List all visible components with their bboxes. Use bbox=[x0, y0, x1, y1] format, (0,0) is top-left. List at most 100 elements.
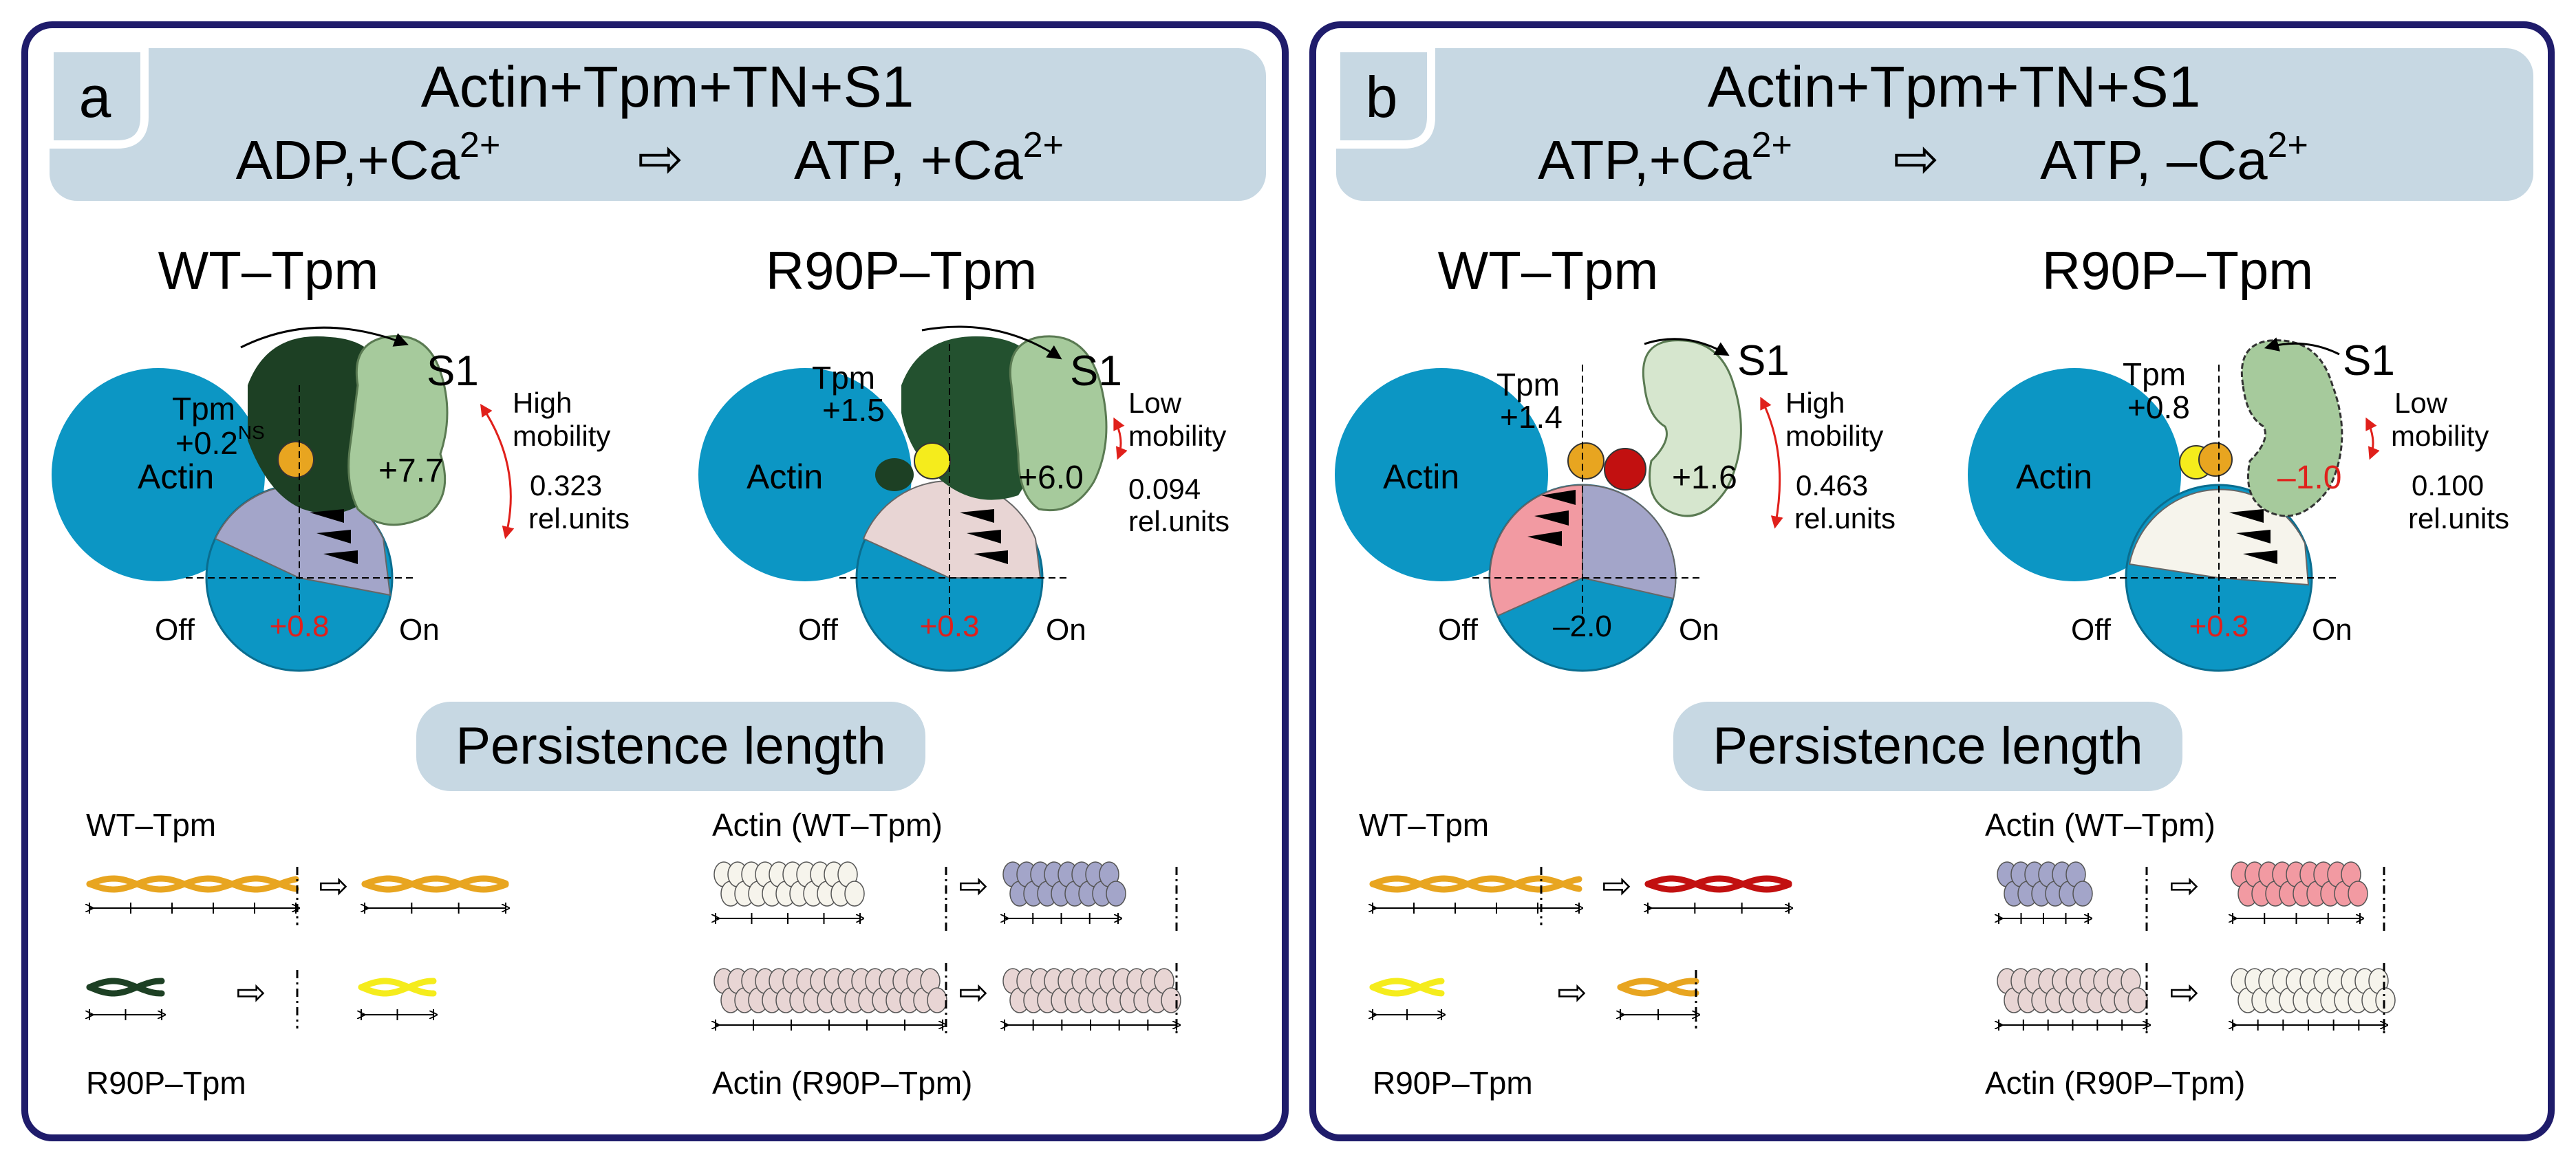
change-arrow-icon: ⇨ bbox=[958, 866, 989, 906]
tpm-filament bbox=[1369, 875, 1582, 893]
panel-title: Actin+Tpm+TN+S1 bbox=[1708, 54, 2201, 119]
r90p-tpm-heading: R90P–Tpm bbox=[766, 240, 1038, 301]
panel-letter-tab bbox=[1332, 44, 1435, 149]
mobility-arrow bbox=[1760, 396, 1783, 529]
panel-letter-tab bbox=[45, 44, 149, 149]
tpm-strand bbox=[277, 441, 314, 478]
actin-monomer bbox=[1161, 987, 1181, 1013]
wt-diagram: Actin S1 Tpm +0.2NS +7.7 High mobility 0… bbox=[52, 326, 630, 672]
mobility-unit: rel.units bbox=[1794, 502, 1896, 535]
actin-circle bbox=[52, 368, 265, 581]
triangle-markers bbox=[2229, 509, 2277, 564]
on-label: On bbox=[399, 613, 440, 647]
actin-circle bbox=[1968, 368, 2181, 581]
actin-circle bbox=[1335, 368, 1548, 581]
sector-value: +0.3 bbox=[920, 610, 980, 643]
r90p-diagram: Actin S1 Tpm +1.5 +6.0 Low mobility 0.09… bbox=[698, 325, 1230, 672]
sector-value: +0.8 bbox=[270, 610, 330, 643]
actin-monomer bbox=[927, 987, 947, 1013]
change-arrow-icon: ⇨ bbox=[2169, 973, 2200, 1013]
s1-label: S1 bbox=[1070, 347, 1122, 395]
rotation-arrow bbox=[2264, 337, 2340, 356]
s1-value: +6.0 bbox=[1018, 460, 1084, 496]
persistence-title: Persistence length bbox=[455, 717, 886, 775]
mobility-value: 0.094 bbox=[1128, 473, 1201, 505]
actin-wt-filament-label: Actin (WT–Tpm) bbox=[712, 807, 943, 843]
tpm-filament bbox=[361, 875, 509, 893]
tpm-filament bbox=[1369, 978, 1445, 997]
actin-r90p-filament-label: Actin (R90P–Tpm) bbox=[712, 1065, 972, 1101]
panel-b: b Actin+Tpm+TN+S1 ATP,+Ca2+ ⇨ ATP, –Ca2+… bbox=[1309, 21, 2555, 1141]
sector-value: +0.3 bbox=[2189, 610, 2249, 643]
mobility-label-1: High bbox=[1785, 387, 1845, 419]
tpm-strand bbox=[914, 442, 951, 479]
s1-value: +7.7 bbox=[378, 453, 444, 489]
change-arrow-icon: ⇨ bbox=[958, 973, 989, 1013]
actin-r90p-filament-label: Actin (R90P–Tpm) bbox=[1985, 1065, 2245, 1101]
actin-label: Actin bbox=[2016, 457, 2092, 496]
r90p-tpm-heading: R90P–Tpm bbox=[2042, 240, 2314, 301]
filaments: ⇨ ⇨ ⇨ ⇨ bbox=[86, 861, 1181, 1035]
mobility-value: 0.463 bbox=[1796, 469, 1868, 502]
tpm-filament bbox=[1617, 978, 1699, 997]
mobility-label-1: Low bbox=[1128, 387, 1182, 419]
persistence-pill bbox=[416, 702, 925, 791]
tpm-value: +1.5 bbox=[822, 392, 885, 428]
mobility-label-2: mobility bbox=[1128, 420, 1226, 452]
triangle-markers bbox=[1527, 490, 1576, 546]
actin-monomer bbox=[1106, 881, 1126, 907]
r90p-tpm-filament-label: R90P–Tpm bbox=[86, 1065, 246, 1101]
tpm-filament bbox=[86, 875, 299, 893]
panel-frame bbox=[21, 21, 1289, 1141]
s1-label: S1 bbox=[2343, 337, 2395, 385]
mobility-label-2: mobility bbox=[2391, 420, 2489, 452]
filaments: ⇨⇨⇨⇨ bbox=[1369, 861, 2396, 1035]
tpm-filament bbox=[1369, 978, 1445, 997]
tpm-filament bbox=[358, 978, 437, 997]
actin-monomer bbox=[2127, 987, 2148, 1013]
on-label: On bbox=[1679, 613, 1719, 647]
triangle-markers bbox=[960, 509, 1008, 564]
mobility-value: 0.100 bbox=[2412, 469, 2484, 502]
persistence-pill bbox=[1673, 702, 2182, 791]
on-label: On bbox=[1046, 613, 1086, 647]
actin-label: Actin bbox=[1383, 457, 1459, 496]
actin-circle bbox=[698, 368, 912, 581]
mobility-label-1: High bbox=[513, 387, 572, 419]
s1-light-domain bbox=[2240, 339, 2343, 517]
triangle-markers bbox=[310, 509, 358, 564]
mobility-unit: rel.units bbox=[528, 502, 630, 535]
tpm-label: Tpm bbox=[2123, 356, 2186, 392]
change-arrow-icon: ⇨ bbox=[1557, 973, 1587, 1013]
transition-arrow-icon: ⇨ bbox=[637, 128, 683, 189]
s1-light-domain bbox=[1009, 335, 1108, 512]
s1-label: S1 bbox=[1737, 337, 1790, 385]
on-sector bbox=[1582, 484, 1677, 600]
tpm-value: +0.8 bbox=[2127, 389, 2190, 425]
tpm-filament bbox=[1644, 875, 1792, 893]
panel-title: Actin+Tpm+TN+S1 bbox=[421, 54, 914, 119]
panel-header bbox=[50, 48, 1266, 201]
change-arrow-icon: ⇨ bbox=[319, 866, 349, 906]
tpm-value: +1.4 bbox=[1500, 399, 1563, 435]
rotation-arrow bbox=[921, 325, 1062, 360]
s1-value: +1.6 bbox=[1672, 460, 1737, 496]
off-label: Off bbox=[2071, 613, 2112, 647]
actin-wt-filament-label: Actin (WT–Tpm) bbox=[1985, 807, 2215, 843]
mobility-label-2: mobility bbox=[1785, 420, 1883, 452]
condition-right: ATP, –Ca2+ bbox=[2040, 125, 2308, 191]
wt-tpm-heading: WT–Tpm bbox=[1438, 240, 1659, 301]
condition-left: ADP,+Ca2+ bbox=[236, 125, 501, 191]
r90p-tpm-filament-label: R90P–Tpm bbox=[1373, 1065, 1533, 1101]
change-arrow-icon: ⇨ bbox=[236, 973, 266, 1013]
panel-header bbox=[1336, 48, 2533, 201]
tpm-filament bbox=[361, 875, 509, 893]
mobility-arrow bbox=[480, 404, 515, 539]
tpm-label: Tpm bbox=[172, 391, 235, 427]
actin-monomer bbox=[2375, 987, 2396, 1013]
panel-letter: b bbox=[1366, 65, 1398, 129]
tpm-filament bbox=[86, 978, 165, 997]
change-arrow-icon: ⇨ bbox=[2169, 866, 2200, 906]
tpm-filament bbox=[1617, 978, 1699, 997]
